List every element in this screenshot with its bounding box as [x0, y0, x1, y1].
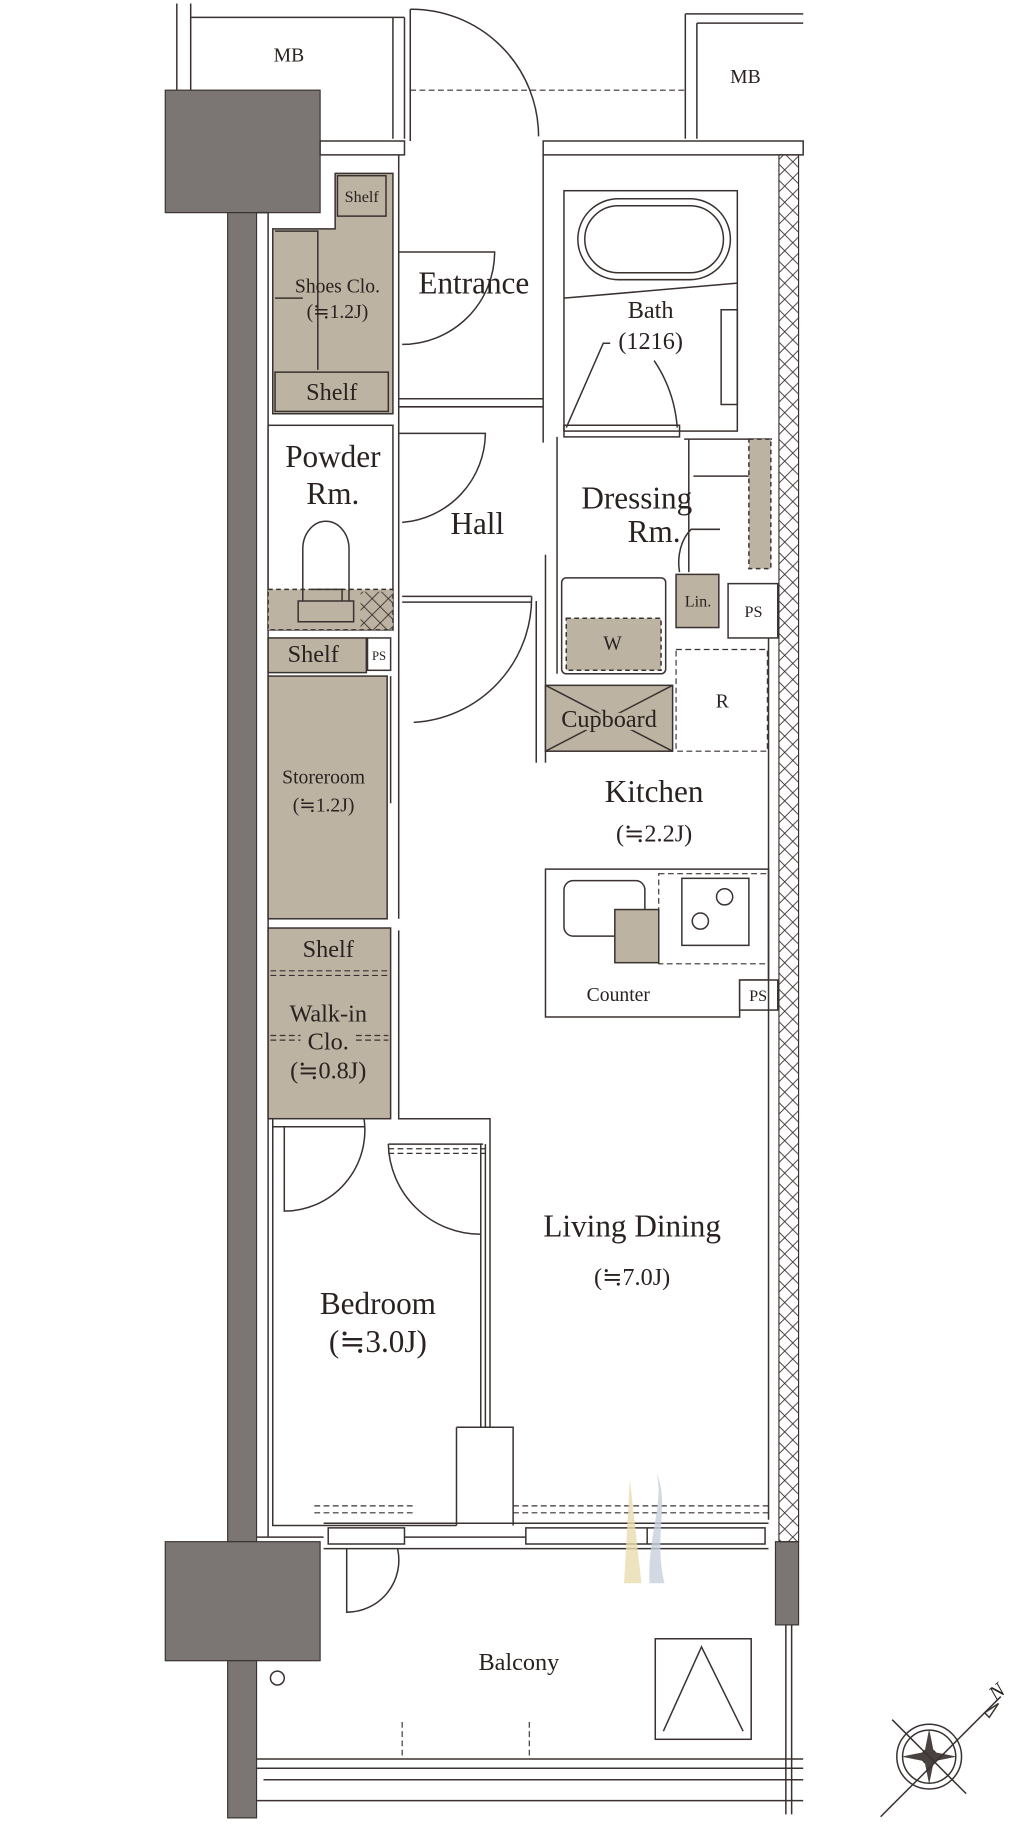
room-label: Bath: [628, 297, 674, 324]
room-label: Shoes Clo.: [295, 275, 380, 297]
room-label: Rm.: [628, 514, 681, 549]
room-label: Shelf: [345, 189, 380, 206]
room-label: R: [716, 690, 730, 712]
room-label: Balcony: [478, 1649, 560, 1676]
powder-door: [398, 432, 487, 524]
balcony: Balcony: [256, 1548, 804, 1815]
exterior-wall-hatched: [778, 154, 800, 1543]
mb-left: MB: [176, 3, 406, 139]
entrance-door: [409, 8, 540, 142]
label-hall: Hall: [450, 506, 504, 541]
room-label: PS: [372, 649, 386, 663]
label-living-dining: Living Dining: [543, 1209, 721, 1244]
room-label: Lin.: [685, 594, 711, 611]
room-label: (≒3.0J): [329, 1324, 427, 1359]
room-label: Shelf: [303, 936, 355, 963]
room-label: (≒1.2J): [307, 301, 369, 323]
bath: Bath (1216): [563, 189, 739, 438]
room-label: (1216): [618, 328, 683, 355]
hall-door: [402, 595, 533, 724]
shoes-door: [398, 251, 496, 346]
room-label: Cupboard: [561, 706, 657, 733]
label-entrance: Entrance: [418, 266, 529, 301]
room-label: Kitchen: [605, 774, 704, 809]
windows: [323, 1473, 769, 1584]
toilet-icon: [297, 520, 355, 623]
room-label: Dressing: [581, 481, 692, 516]
room-label: PS: [745, 604, 763, 621]
dressing-room: Dressing Rm. Lin. PS W: [556, 436, 779, 675]
mb-right: MB: [684, 13, 804, 139]
bedroom: Bedroom (≒3.0J): [271, 1118, 487, 1527]
room-label: PS: [749, 988, 767, 1005]
room-label: Walk-in: [289, 1001, 367, 1028]
room-label: MB: [730, 66, 761, 88]
kitchen: Cupboard R Kitchen (≒2.2J) Counter PS: [544, 648, 779, 1018]
shoes-closet: Shelf Shoes Clo. (≒1.2J) Shelf: [271, 172, 394, 415]
room-label: W: [603, 633, 622, 655]
storeroom: Shelf PS Storeroom (≒1.2J): [267, 637, 392, 920]
room-label: (≒0.8J): [290, 1057, 366, 1084]
room-label: MB: [274, 44, 305, 66]
room-label: Bedroom: [320, 1286, 436, 1321]
powder-room: Powder Rm.: [267, 424, 394, 631]
north-compass-icon: N: [880, 1678, 1011, 1818]
room-label: Shelf: [288, 641, 340, 668]
room-label: Clo.: [308, 1028, 349, 1055]
walk-in-closet: Shelf Walk-in Clo. (≒0.8J): [267, 927, 392, 1120]
room-label: Rm.: [306, 476, 359, 511]
label-living-dining-size: (≒7.0J): [594, 1264, 670, 1291]
structural-columns: [164, 89, 800, 1819]
room-label: Shelf: [306, 379, 358, 406]
room-label: Powder: [285, 439, 381, 474]
room-label: Counter: [587, 984, 651, 1006]
room-label: (≒2.2J): [616, 820, 692, 847]
room-label: (≒1.2J): [293, 794, 355, 816]
room-label: Storeroom: [282, 767, 365, 789]
compass-north-label: N: [983, 1678, 1010, 1706]
